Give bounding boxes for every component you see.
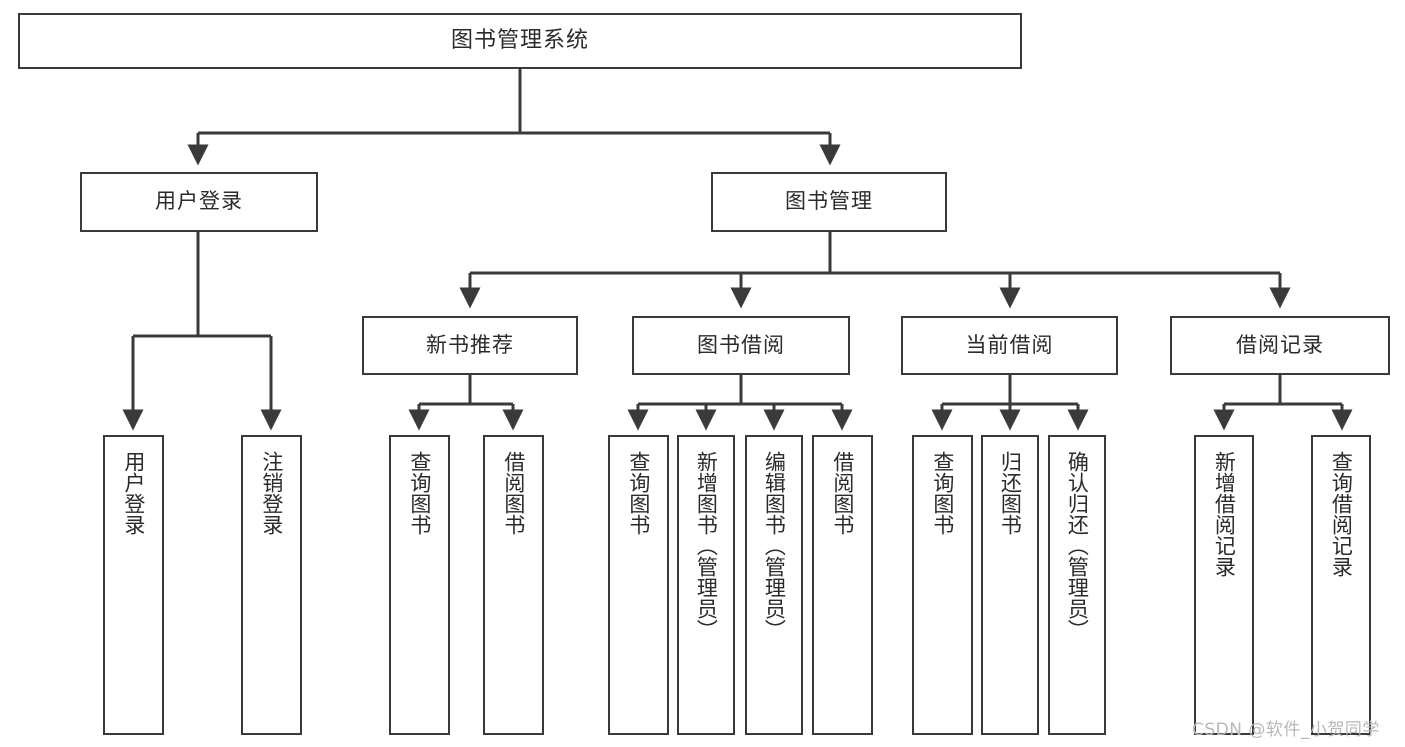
leaf-new-book-query[interactable]: 查询图书 [389,435,450,735]
node-label: 借阅图书 [501,451,526,535]
leaf-user-login-signin[interactable]: 用户登录 [103,435,164,735]
node-label: 借阅记录 [1236,332,1324,357]
leaf-book-borrow-lend[interactable]: 借阅图书 [812,435,873,735]
node-label: 新书推荐 [426,332,514,357]
node-label: 查询图书 [930,451,955,535]
leaf-borrow-record-add[interactable]: 新增借阅记录 [1194,435,1254,735]
leaf-book-borrow-edit[interactable]: 编辑图书（管理员） [745,435,803,735]
node-label: 查询图书 [626,451,651,535]
leaf-current-borrow-return[interactable]: 归还图书 [981,435,1039,735]
node-label: 归还图书 [998,451,1023,535]
node-borrow-record[interactable]: 借阅记录 [1170,316,1390,375]
node-label: 新增图书（管理员） [694,451,719,640]
node-book-management[interactable]: 图书管理 [711,172,947,232]
node-book-borrow[interactable]: 图书借阅 [632,316,850,375]
node-label: 查询借阅记录 [1329,451,1354,577]
node-label: 图书管理系统 [450,27,589,53]
node-root-system[interactable]: 图书管理系统 [18,13,1022,69]
leaf-book-borrow-query[interactable]: 查询图书 [608,435,669,735]
node-label: 图书借阅 [697,332,785,357]
leaf-current-borrow-confirm-return[interactable]: 确认归还（管理员） [1048,435,1106,735]
node-label: 查询图书 [407,451,432,535]
csdn-watermark: CSDN @软件_小贺同学 [1192,720,1380,740]
leaf-borrow-record-query[interactable]: 查询借阅记录 [1311,435,1371,735]
leaf-book-borrow-add[interactable]: 新增图书（管理员） [677,435,735,735]
node-label: 当前借阅 [965,332,1054,357]
node-label: 用户登录 [121,451,146,535]
node-label: 确认归还（管理员） [1065,451,1090,640]
node-label: 注销登录 [259,451,284,535]
leaf-new-book-borrow[interactable]: 借阅图书 [483,435,544,735]
node-label: 用户登录 [155,189,243,214]
leaf-current-borrow-query[interactable]: 查询图书 [912,435,973,735]
node-label: 图书管理 [785,189,873,214]
node-label: 借阅图书 [830,451,855,535]
node-label: 新增借阅记录 [1212,451,1237,577]
node-user-login[interactable]: 用户登录 [80,172,318,232]
leaf-user-login-signout[interactable]: 注销登录 [241,435,302,735]
node-label: 编辑图书（管理员） [762,451,787,640]
node-current-borrow[interactable]: 当前借阅 [901,316,1118,375]
node-new-book-recommend[interactable]: 新书推荐 [362,316,578,375]
